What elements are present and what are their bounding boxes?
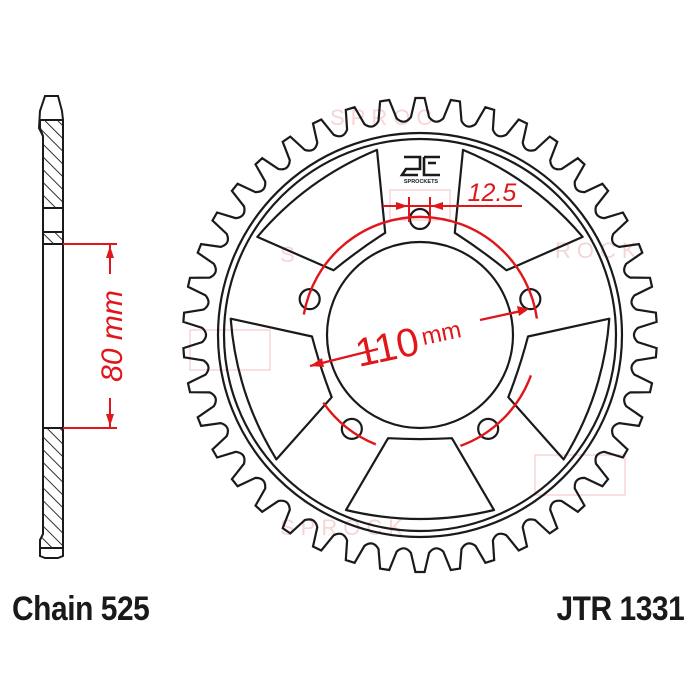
jt-sprockets-logo: SPROCKETS	[399, 155, 440, 185]
side-section-view	[37, 95, 64, 559]
bolt-hole	[340, 417, 363, 440]
lightening-window	[453, 148, 584, 272]
bolt-hole	[519, 288, 542, 311]
bolt-hole-value: 12.5	[468, 179, 517, 207]
lightening-window	[344, 437, 496, 521]
bolt-hole	[477, 417, 500, 440]
lightening-windows	[229, 148, 611, 521]
pcd-dimension	[302, 215, 539, 448]
rim-ring-inner	[222, 137, 618, 533]
pcd-unit: mm	[419, 316, 464, 351]
lightening-window	[256, 148, 387, 272]
svg-text:SPROCKETS: SPROCKETS	[404, 179, 439, 185]
bolt-hole-dimension	[383, 197, 522, 222]
sprocket-teeth-outline	[182, 96, 658, 574]
rim-ring-outer	[216, 131, 624, 539]
chain-size-label: Chain 525	[12, 590, 150, 628]
part-number-label: JTR 1331	[556, 590, 684, 628]
center-bore-dimension	[63, 243, 117, 429]
center-bore-label: 80 mm	[96, 290, 129, 382]
bolt-hole	[408, 207, 432, 231]
lightening-window	[229, 317, 333, 461]
pcd-value: 110	[351, 320, 423, 376]
sprocket-front-view	[182, 96, 658, 574]
lightening-window	[507, 317, 611, 461]
center-bore	[325, 240, 515, 430]
bolt-hole	[298, 288, 321, 311]
